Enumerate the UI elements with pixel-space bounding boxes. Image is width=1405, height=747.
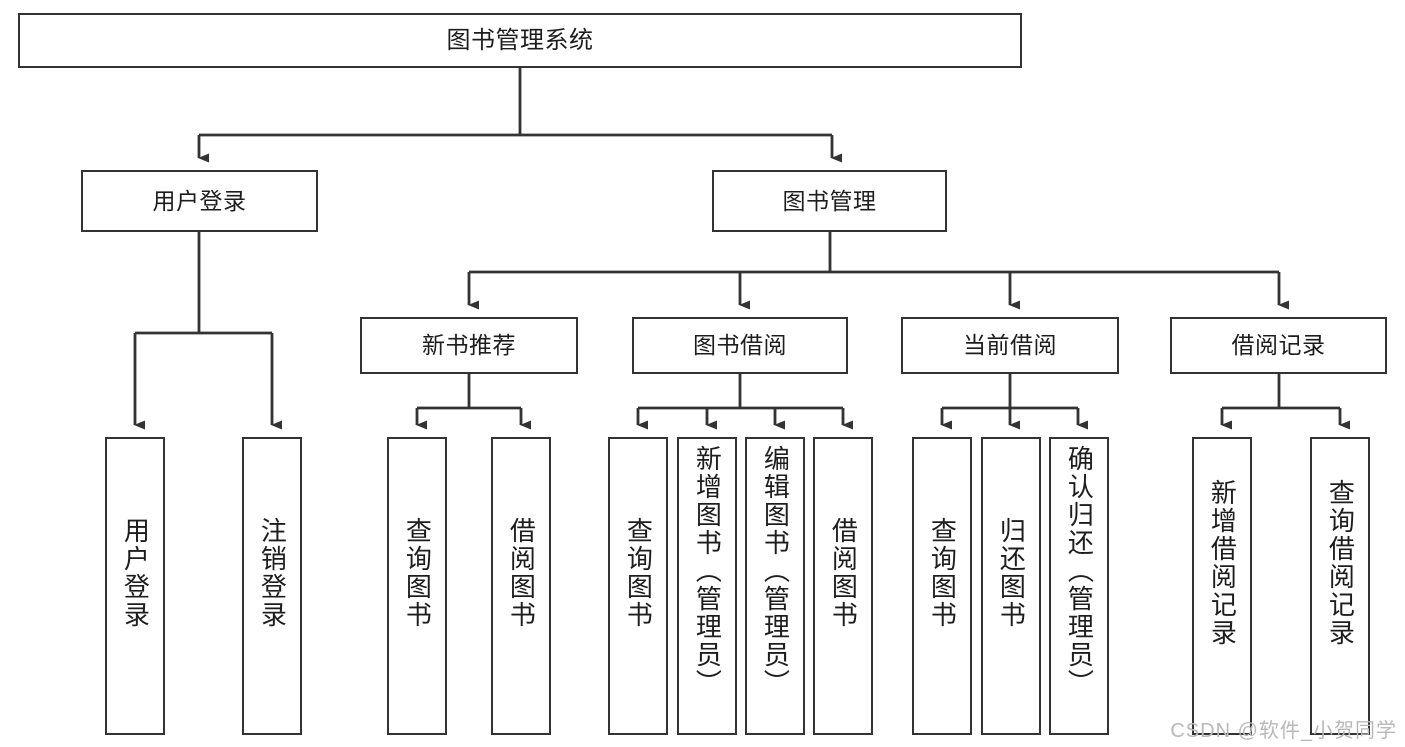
node-label: 确认归还（管理员） (1064, 445, 1095, 697)
leaf-edit-book-admin[interactable]: 编辑图书（管理员） (745, 437, 805, 735)
node-label: 归还图书 (996, 517, 1027, 629)
node-label: 查询图书 (927, 517, 958, 629)
node-label: 查询借阅记录 (1325, 479, 1356, 647)
leaf-query-books-current[interactable]: 查询图书 (912, 437, 972, 735)
node-label: 借阅记录 (1231, 332, 1326, 358)
node-label: 编辑图书（管理员） (760, 445, 791, 697)
node-label: 查询图书 (623, 517, 654, 629)
node-label: 借阅图书 (506, 517, 537, 629)
node-label: 新书推荐 (422, 332, 516, 358)
leaf-borrow-books-new[interactable]: 借阅图书 (491, 437, 551, 735)
node-label: 当前借阅 (963, 332, 1057, 358)
node-new-book-recommendation[interactable]: 新书推荐 (360, 317, 578, 374)
leaf-add-borrow-record[interactable]: 新增借阅记录 (1192, 437, 1252, 735)
node-root-book-management-system[interactable]: 图书管理系统 (18, 13, 1022, 68)
node-borrow-records[interactable]: 借阅记录 (1170, 317, 1387, 374)
leaf-add-book-admin[interactable]: 新增图书（管理员） (677, 437, 737, 735)
leaf-user-login[interactable]: 用户登录 (105, 437, 165, 735)
node-label: 图书管理系统 (446, 26, 594, 54)
leaf-return-books[interactable]: 归还图书 (981, 437, 1041, 735)
leaf-logout[interactable]: 注销登录 (242, 437, 302, 735)
csdn-watermark: CSDN @软件_小贺同学 (1170, 720, 1397, 742)
node-book-management[interactable]: 图书管理 (712, 170, 947, 232)
node-label: 用户登录 (120, 517, 151, 629)
leaf-query-books-new[interactable]: 查询图书 (387, 437, 447, 735)
node-label: 图书管理 (782, 187, 877, 214)
node-label: 用户登录 (152, 187, 247, 214)
node-user-login[interactable]: 用户登录 (81, 170, 318, 232)
node-label: 注销登录 (257, 517, 288, 629)
node-label: 借阅图书 (828, 517, 859, 629)
leaf-confirm-return-admin[interactable]: 确认归还（管理员） (1049, 437, 1109, 735)
node-current-borrowing[interactable]: 当前借阅 (901, 317, 1119, 374)
node-label: 新增借阅记录 (1207, 479, 1238, 647)
node-label: 新增图书（管理员） (692, 445, 723, 697)
node-label: 查询图书 (402, 517, 433, 629)
leaf-borrow-books[interactable]: 借阅图书 (813, 437, 873, 735)
node-label: 图书借阅 (693, 332, 787, 358)
leaf-query-books-borrow[interactable]: 查询图书 (608, 437, 668, 735)
leaf-query-borrow-record[interactable]: 查询借阅记录 (1310, 437, 1370, 735)
node-book-borrowing[interactable]: 图书借阅 (632, 317, 848, 374)
